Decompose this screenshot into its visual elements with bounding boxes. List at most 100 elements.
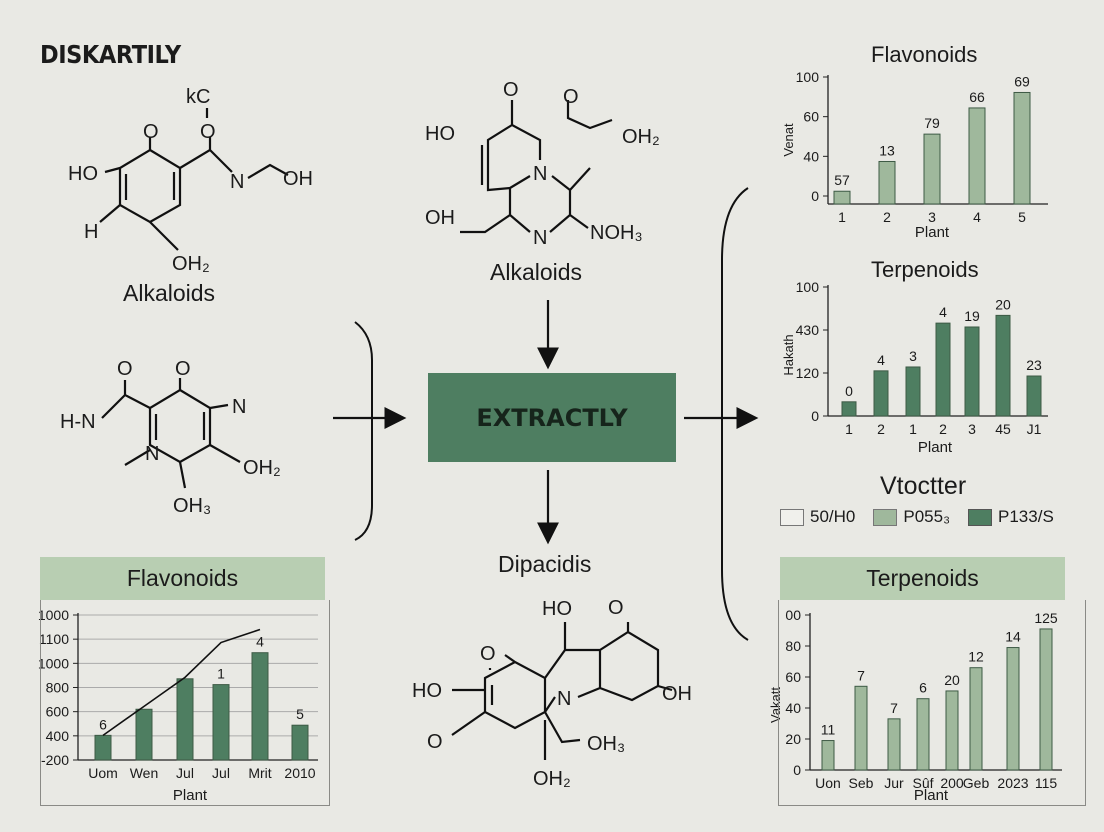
- x-tick-label: Uom: [88, 765, 118, 781]
- data-label: 79: [924, 115, 940, 131]
- x-tick-label: Uon: [815, 775, 841, 791]
- chart-2: 0204060800011Uon7Seb7Jur6Sûf2020012Geb14…: [768, 607, 1062, 804]
- y-tick-label: 00: [785, 607, 801, 623]
- legend: 50/H0 P055₃ P133/S: [780, 507, 1054, 527]
- bar: [878, 160, 896, 205]
- y-tick-label: 120: [796, 365, 820, 381]
- atom-label: OH: [283, 168, 313, 190]
- atom-label: O: [175, 358, 191, 380]
- data-label: 12: [968, 649, 984, 665]
- x-axis-title: Plant: [173, 787, 208, 804]
- data-label: 6: [99, 716, 107, 732]
- x-axis-title: Plant: [918, 439, 953, 456]
- atom-label: OH: [662, 683, 692, 705]
- atom-label: O: [117, 358, 133, 380]
- legend-item: P055₃: [873, 507, 950, 527]
- bar: [854, 685, 868, 771]
- y-tick-label: 60: [785, 669, 801, 685]
- y-tick-label: 0: [793, 762, 801, 778]
- legend-title: Vtoctter: [880, 472, 967, 500]
- flavonoids-header: Flavonoids: [40, 557, 325, 600]
- y-tick-label: 100: [796, 279, 820, 295]
- x-tick-label: 2023: [997, 775, 1028, 791]
- terpenoids-chart-title: Terpenoids: [871, 257, 979, 282]
- data-label: 20: [995, 296, 1011, 312]
- flavonoids-chart-frame: [40, 600, 330, 806]
- y-tick-label: 0: [811, 408, 819, 424]
- y-tick-label: 1000: [38, 607, 69, 623]
- atom-label: O: [480, 643, 496, 665]
- x-tick-label: Seb: [849, 775, 874, 791]
- x-axis-title: Plant: [914, 787, 949, 804]
- data-label: 4: [256, 634, 264, 650]
- atom-label: kC: [186, 86, 210, 108]
- extractly-process-box: EXTRACTLY: [428, 373, 676, 462]
- atom-label: N: [557, 688, 571, 710]
- atom-label: HO: [425, 123, 455, 145]
- legend-swatch: [873, 508, 898, 526]
- bar: [135, 708, 153, 761]
- x-tick-label: 3: [968, 421, 976, 437]
- legend-label: P133/S: [998, 507, 1054, 526]
- data-label: 4: [877, 352, 885, 368]
- bar: [935, 322, 951, 417]
- right-bracket: [721, 187, 749, 641]
- x-axis-title: Plant: [915, 224, 950, 241]
- atom-label: N: [145, 443, 159, 465]
- atom-label: OH₃: [173, 495, 211, 517]
- x-tick-label: 1: [838, 209, 846, 225]
- y-axis-title: Venat: [781, 123, 796, 157]
- trend-line: [102, 628, 261, 737]
- data-label: 14: [1005, 629, 1021, 645]
- data-label: 3: [909, 348, 917, 364]
- data-label: 0: [845, 383, 853, 399]
- atom-label: OH₂: [533, 768, 571, 790]
- atom-label: OH₂: [622, 126, 660, 148]
- x-tick-label: 4: [973, 209, 981, 225]
- bar: [1039, 628, 1053, 771]
- y-tick-label: -200: [41, 752, 69, 768]
- terpenoids-header: Terpenoids: [780, 557, 1065, 600]
- bar: [821, 740, 835, 771]
- atom-label: OH: [425, 207, 455, 229]
- bar: [887, 718, 901, 771]
- y-tick-label: 80: [785, 638, 801, 654]
- alkaloids-label-top: Alkaloids: [490, 259, 583, 285]
- x-tick-label: 45: [995, 421, 1011, 437]
- y-tick-label: 20: [785, 731, 801, 747]
- bar: [916, 698, 930, 771]
- x-tick-label: 2010: [284, 765, 315, 781]
- y-axis-title: Vakatt: [768, 687, 783, 723]
- data-label: 19: [964, 308, 980, 324]
- y-tick-label: 400: [46, 728, 70, 744]
- bar: [964, 326, 980, 417]
- atom-label: OH₂: [243, 457, 281, 479]
- atom-label: O: [563, 86, 579, 108]
- bar: [1006, 647, 1020, 771]
- molecule-1-bonds: [99, 108, 289, 251]
- bar: [291, 724, 309, 761]
- atom-label: O: [143, 121, 159, 143]
- atom-label: N: [230, 171, 244, 193]
- bar: [945, 690, 959, 771]
- legend-label: P055₃: [903, 507, 951, 526]
- y-tick-label: 100: [796, 69, 820, 85]
- data-label: 20: [944, 672, 960, 688]
- flavonoids-chart-title: Flavonoids: [871, 42, 978, 67]
- y-tick-label: 60: [803, 109, 819, 125]
- y-axis-title: Hakath: [781, 334, 796, 375]
- data-label: 4: [939, 304, 947, 320]
- atom-label: O: [427, 731, 443, 753]
- data-label: 6: [919, 680, 927, 696]
- bar: [873, 370, 889, 417]
- data-label: 66: [969, 89, 985, 105]
- x-tick-label: 1: [845, 421, 853, 437]
- data-label: 57: [834, 172, 850, 188]
- x-tick-label: 2: [939, 421, 947, 437]
- atom-label: N: [232, 396, 246, 418]
- data-label: 5: [296, 706, 304, 722]
- bar: [212, 684, 230, 761]
